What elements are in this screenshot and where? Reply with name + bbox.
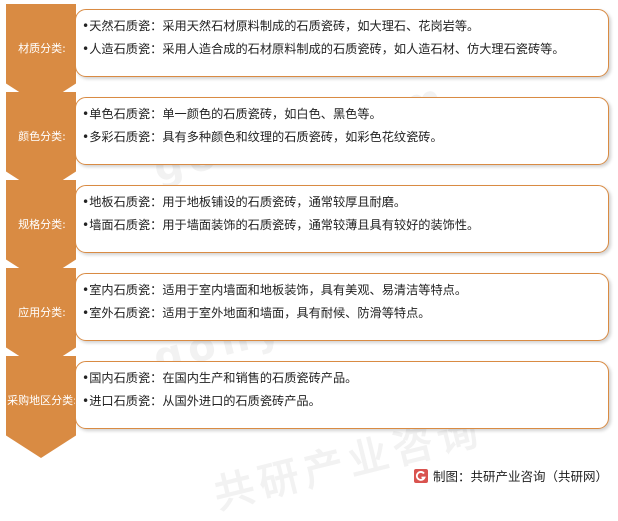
category-chevron — [6, 268, 76, 370]
category-row: 应用分类: •室内石质瓷：适用于室内墙面和地板装饰，具有美观、易清洁等特点。 •室外… — [0, 268, 618, 370]
category-label: 规格分类: — [18, 218, 66, 231]
category-row: 采购地区分类: •国内石质瓷：在国内生产和销售的石质瓷砖产品。 •进口石质瓷：从国外… — [0, 356, 618, 458]
category-item: •地板石质瓷：用于地板铺设的石质瓷砖，通常较厚且耐磨。 — [82, 195, 407, 209]
category-item: •墙面石质瓷：用于墙面装饰的石质瓷砖，通常较薄且具有较好的装饰性。 — [82, 218, 480, 232]
category-card: •国内石质瓷：在国内生产和销售的石质瓷砖产品。 •进口石质瓷：从国外进口的石质瓷砖… — [75, 361, 609, 429]
category-label: 材质分类: — [18, 42, 66, 55]
category-item: •人造石质瓷：采用人造合成的石材原料制成的石质瓷砖，如人造石材、仿大理石瓷砖等。 — [82, 42, 565, 56]
category-chevron — [6, 180, 76, 282]
category-item: •国内石质瓷：在国内生产和销售的石质瓷砖产品。 — [82, 371, 358, 385]
category-chevron — [6, 356, 76, 458]
category-row: 颜色分类: •单色石质瓷：单一颜色的石质瓷砖，如白色、黑色等。 •多彩石质瓷：具有多… — [0, 92, 618, 194]
category-item: •单色石质瓷：单一颜色的石质瓷砖，如白色、黑色等。 — [82, 107, 382, 121]
category-card: •天然石质瓷：采用天然石材原料制成的石质瓷砖，如大理石、花岗岩等。 •人造石质瓷：… — [75, 9, 609, 77]
category-item: •天然石质瓷：采用天然石材原料制成的石质瓷砖，如大理石、花岗岩等。 — [82, 19, 480, 33]
category-row: 规格分类: •地板石质瓷：用于地板铺设的石质瓷砖，通常较厚且耐磨。 •墙面石质瓷：用… — [0, 180, 618, 282]
category-chevron — [6, 92, 76, 194]
category-card: •地板石质瓷：用于地板铺设的石质瓷砖，通常较厚且耐磨。 •墙面石质瓷：用于墙面装饰… — [75, 185, 609, 253]
category-label: 采购地区分类: — [7, 394, 77, 407]
category-item: •室外石质瓷：适用于室外地面和墙面，具有耐候、防滑等特点。 — [82, 306, 431, 320]
source-text: 制图：共研产业咨询（共研网） — [432, 469, 608, 484]
category-chevron — [6, 4, 76, 106]
gonyn-logo-icon — [413, 468, 428, 483]
category-label: 颜色分类: — [18, 130, 66, 143]
source-footer: 制图：共研产业咨询（共研网） — [413, 466, 608, 485]
category-card: •单色石质瓷：单一颜色的石质瓷砖，如白色、黑色等。 •多彩石质瓷：具有多种颜色和纹… — [75, 97, 609, 165]
category-row: 材质分类: •天然石质瓷：采用天然石材原料制成的石质瓷砖，如大理石、花岗岩等。 •人… — [0, 4, 618, 106]
category-item: •进口石质瓷：从国外进口的石质瓷砖产品。 — [82, 394, 321, 408]
category-card: •室内石质瓷：适用于室内墙面和地板装饰，具有美观、易清洁等特点。 •室外石质瓷：适… — [75, 273, 609, 341]
category-item: •多彩石质瓷：具有多种颜色和纹理的石质瓷砖，如彩色花纹瓷砖。 — [82, 130, 443, 144]
category-item: •室内石质瓷：适用于室内墙面和地板装饰，具有美观、易清洁等特点。 — [82, 283, 468, 297]
category-label: 应用分类: — [18, 306, 66, 319]
